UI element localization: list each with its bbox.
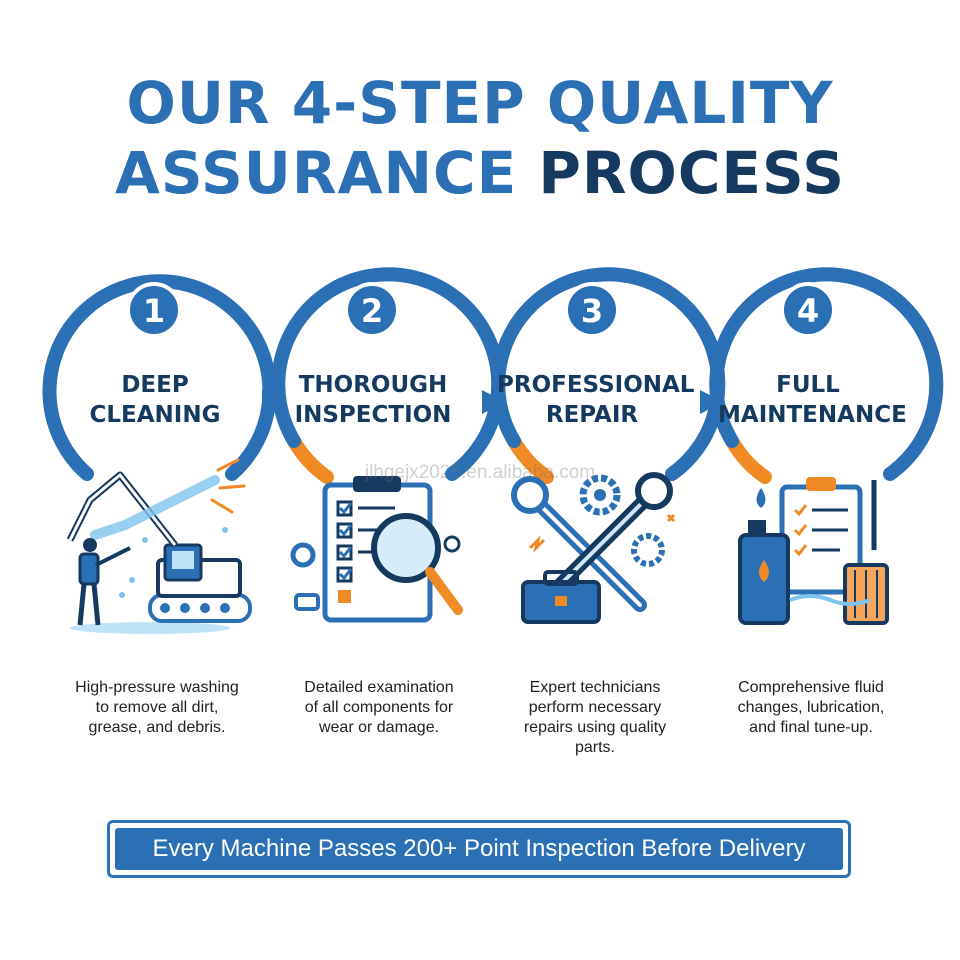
desc-line: High-pressure washing [75, 679, 239, 696]
step-4-ring [709, 267, 944, 484]
step-4-title: FULL MAINTENANCE [718, 370, 907, 430]
step-2: 2 [271, 267, 506, 623]
desc-line: wear or damage. [318, 719, 440, 736]
step-2-number: 2 [361, 292, 383, 330]
page-title: OUR 4-STEP QUALITY ASSURANCE PROCESS [0, 68, 960, 208]
step-3-title-line-2: REPAIR [545, 402, 639, 428]
desc-line: and final tune-up. [749, 719, 873, 736]
step-3: 3 [491, 267, 726, 624]
desc-line: to remove all dirt, [95, 699, 219, 716]
step-2-badge [344, 282, 400, 338]
desc-line: of all components for [304, 699, 454, 716]
step-2-title-line-1: THOROUGH [298, 372, 448, 398]
desc-line: perform necessary [528, 699, 662, 716]
step-4-title-line-2: MAINTENANCE [718, 402, 907, 428]
step-2-title: THOROUGH INSPECTION [288, 370, 458, 430]
title-line-1: OUR 4-STEP QUALITY [126, 69, 834, 137]
step-4-number: 4 [797, 292, 819, 330]
step-4: 4 [709, 267, 944, 625]
step-1-title-line-2: CLEANING [89, 402, 221, 428]
inspection-banner: Every Machine Passes 200+ Point Inspecti… [107, 820, 851, 878]
desc-line: repairs using quality [523, 719, 667, 736]
desc-line: parts. [574, 739, 615, 756]
clipboard-magnifier-icon [290, 476, 463, 623]
step-1: 1 [42, 274, 285, 634]
desc-line: Expert technicians [529, 679, 661, 696]
step-2-description: Detailed examination of all components f… [274, 678, 484, 738]
excavator-pressure-washer-icon [66, 458, 252, 634]
step-4-description: Comprehensive fluid changes, lubrication… [706, 678, 916, 738]
step-1-number: 1 [143, 292, 165, 330]
step-1-description: High-pressure washing to remove all dirt… [52, 678, 262, 738]
step-1-title: DEEP CLEANING [70, 370, 240, 430]
step-3-title: PROFESSIONAL REPAIR [497, 370, 695, 430]
step-4-badge [780, 282, 836, 338]
step-3-title-line-1: PROFESSIONAL [497, 372, 695, 398]
desc-line: changes, lubrication, [737, 699, 885, 716]
step-2-title-line-2: INSPECTION [294, 402, 452, 428]
oil-bottle-filter-clipboard-icon [738, 477, 889, 625]
step-3-description: Expert technicians perform necessary rep… [490, 678, 700, 758]
watermark: jlhgejx2025.en.alibaba.com [364, 462, 596, 483]
step-3-badge [564, 282, 620, 338]
desc-line: grease, and debris. [88, 719, 226, 736]
title-line-2: ASSURANCE PROCESS [114, 139, 845, 207]
desc-line: Comprehensive fluid [738, 679, 884, 696]
banner-text: Every Machine Passes 200+ Point Inspecti… [115, 828, 843, 870]
step-1-title-line-1: DEEP [121, 372, 189, 398]
desc-line: Detailed examination [304, 679, 454, 696]
step-4-title-line-1: FULL [776, 372, 840, 398]
step-3-number: 3 [581, 292, 603, 330]
crossed-wrenches-toolbox-icon [511, 472, 676, 624]
step-1-badge [126, 282, 182, 338]
